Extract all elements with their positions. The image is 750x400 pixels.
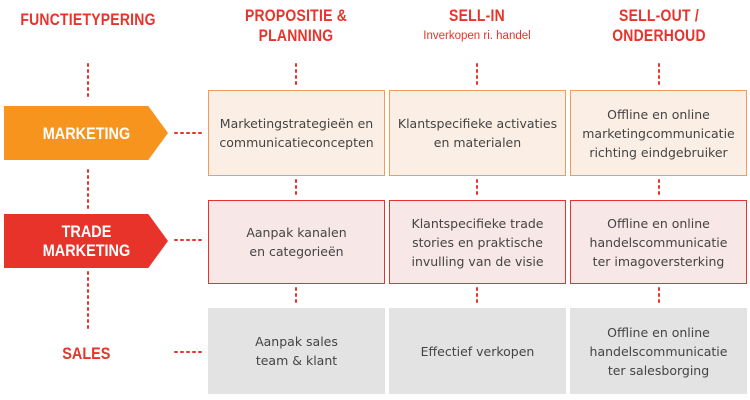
row-label-sales: SALES [4, 336, 168, 370]
cell-sales-sell-in: Effectief verkopen [389, 308, 566, 394]
row-label-marketing: MARKETING [4, 106, 168, 160]
cell-sales-sell-out: Offline en online handelscommunicatie te… [570, 308, 747, 394]
row-label-trade-marketing-text: TRADE MARKETING [42, 222, 130, 260]
header-sell-out-onderhoud: SELL-OUT / ONDERHOUD [612, 6, 706, 45]
cell-trade-sell-in: Klantspecifieke trade stories en praktis… [389, 200, 566, 284]
row-label-trade-marketing: TRADE MARKETING [4, 214, 168, 268]
header-sell-in-subtitle: Inverkopen ri. handel [423, 30, 531, 42]
cell-trade-sell-out: Offline en online handelscommunicatie te… [570, 200, 747, 284]
header-propositie-planning: PROPOSITIE & PLANNING [244, 6, 348, 45]
cell-marketing-sell-out: Offline en online marketingcommunicatie … [570, 90, 747, 176]
cell-marketing-sell-in: Klantspecifieke activaties en materialen [389, 90, 566, 176]
header-functietypering: FUNCTIETYPERING [20, 10, 156, 29]
cell-trade-propositie: Aanpak kanalen en categorieën [208, 200, 385, 284]
cell-sales-propositie: Aanpak sales team & klant [208, 308, 385, 394]
cell-marketing-propositie: Marketingstrategieën en communicatieconc… [208, 90, 385, 176]
row-label-marketing-text: MARKETING [42, 123, 130, 143]
row-label-sales-text: SALES [61, 343, 111, 363]
header-sell-in: SELL-IN [449, 6, 505, 25]
